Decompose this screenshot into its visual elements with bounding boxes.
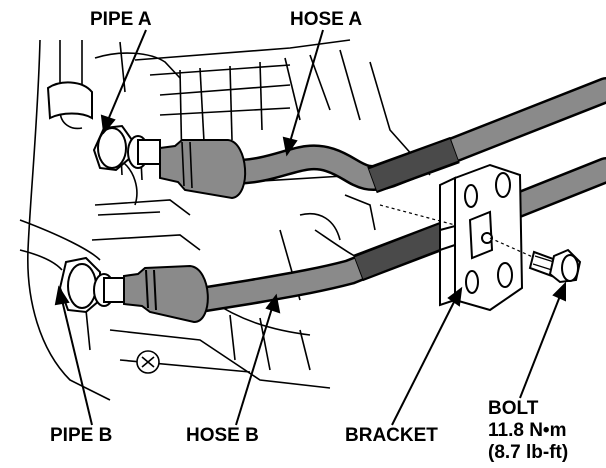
bolt-torque-imperial: (8.7 lb-ft): [488, 442, 569, 463]
pipe-b-fitting: [58, 256, 209, 324]
bolt-torque-metric: 11.8 N•m: [488, 420, 567, 441]
hose-b-end-fitting: [123, 264, 209, 324]
bracket-arrowhead: [447, 286, 463, 307]
hose-b-label: HOSE B: [186, 425, 259, 446]
hose-a-arrowhead: [282, 136, 298, 157]
hose-a-leader: [289, 29, 324, 143]
bolt-label: BOLT 11.8 N•m (8.7 lb-ft): [488, 398, 568, 464]
pipe-a-leader: [107, 29, 147, 121]
hose-a: [159, 77, 606, 200]
bolt-leader: [519, 295, 561, 399]
bolt-title: BOLT: [488, 398, 539, 419]
leader-lines: [54, 29, 566, 426]
hose-b: [187, 157, 606, 313]
pipe-a-fitting: [46, 81, 161, 172]
block-bolt-head: [136, 350, 160, 374]
hose-b-arrowhead: [265, 293, 281, 314]
engine-block-linework: [19, 39, 431, 401]
pipe-b-arrowhead: [54, 285, 70, 306]
bracket-alignment-line: [379, 204, 456, 226]
pipe-b-label: PIPE B: [50, 425, 113, 446]
bolt: [528, 248, 582, 284]
pipe-a-arrowhead: [100, 114, 116, 135]
bracket: [439, 163, 524, 312]
hose-a-label: HOSE A: [290, 9, 363, 30]
bracket-label: BRACKET: [345, 425, 438, 446]
hose-a-end-fitting: [159, 139, 246, 200]
pipe-a-label: PIPE A: [90, 9, 152, 30]
bracket-leader: [391, 299, 456, 426]
bolt-alignment-line: [489, 237, 536, 259]
pipe-b-leader: [61, 299, 93, 426]
hose-b-leader: [235, 307, 273, 426]
bolt-arrowhead: [552, 281, 566, 302]
